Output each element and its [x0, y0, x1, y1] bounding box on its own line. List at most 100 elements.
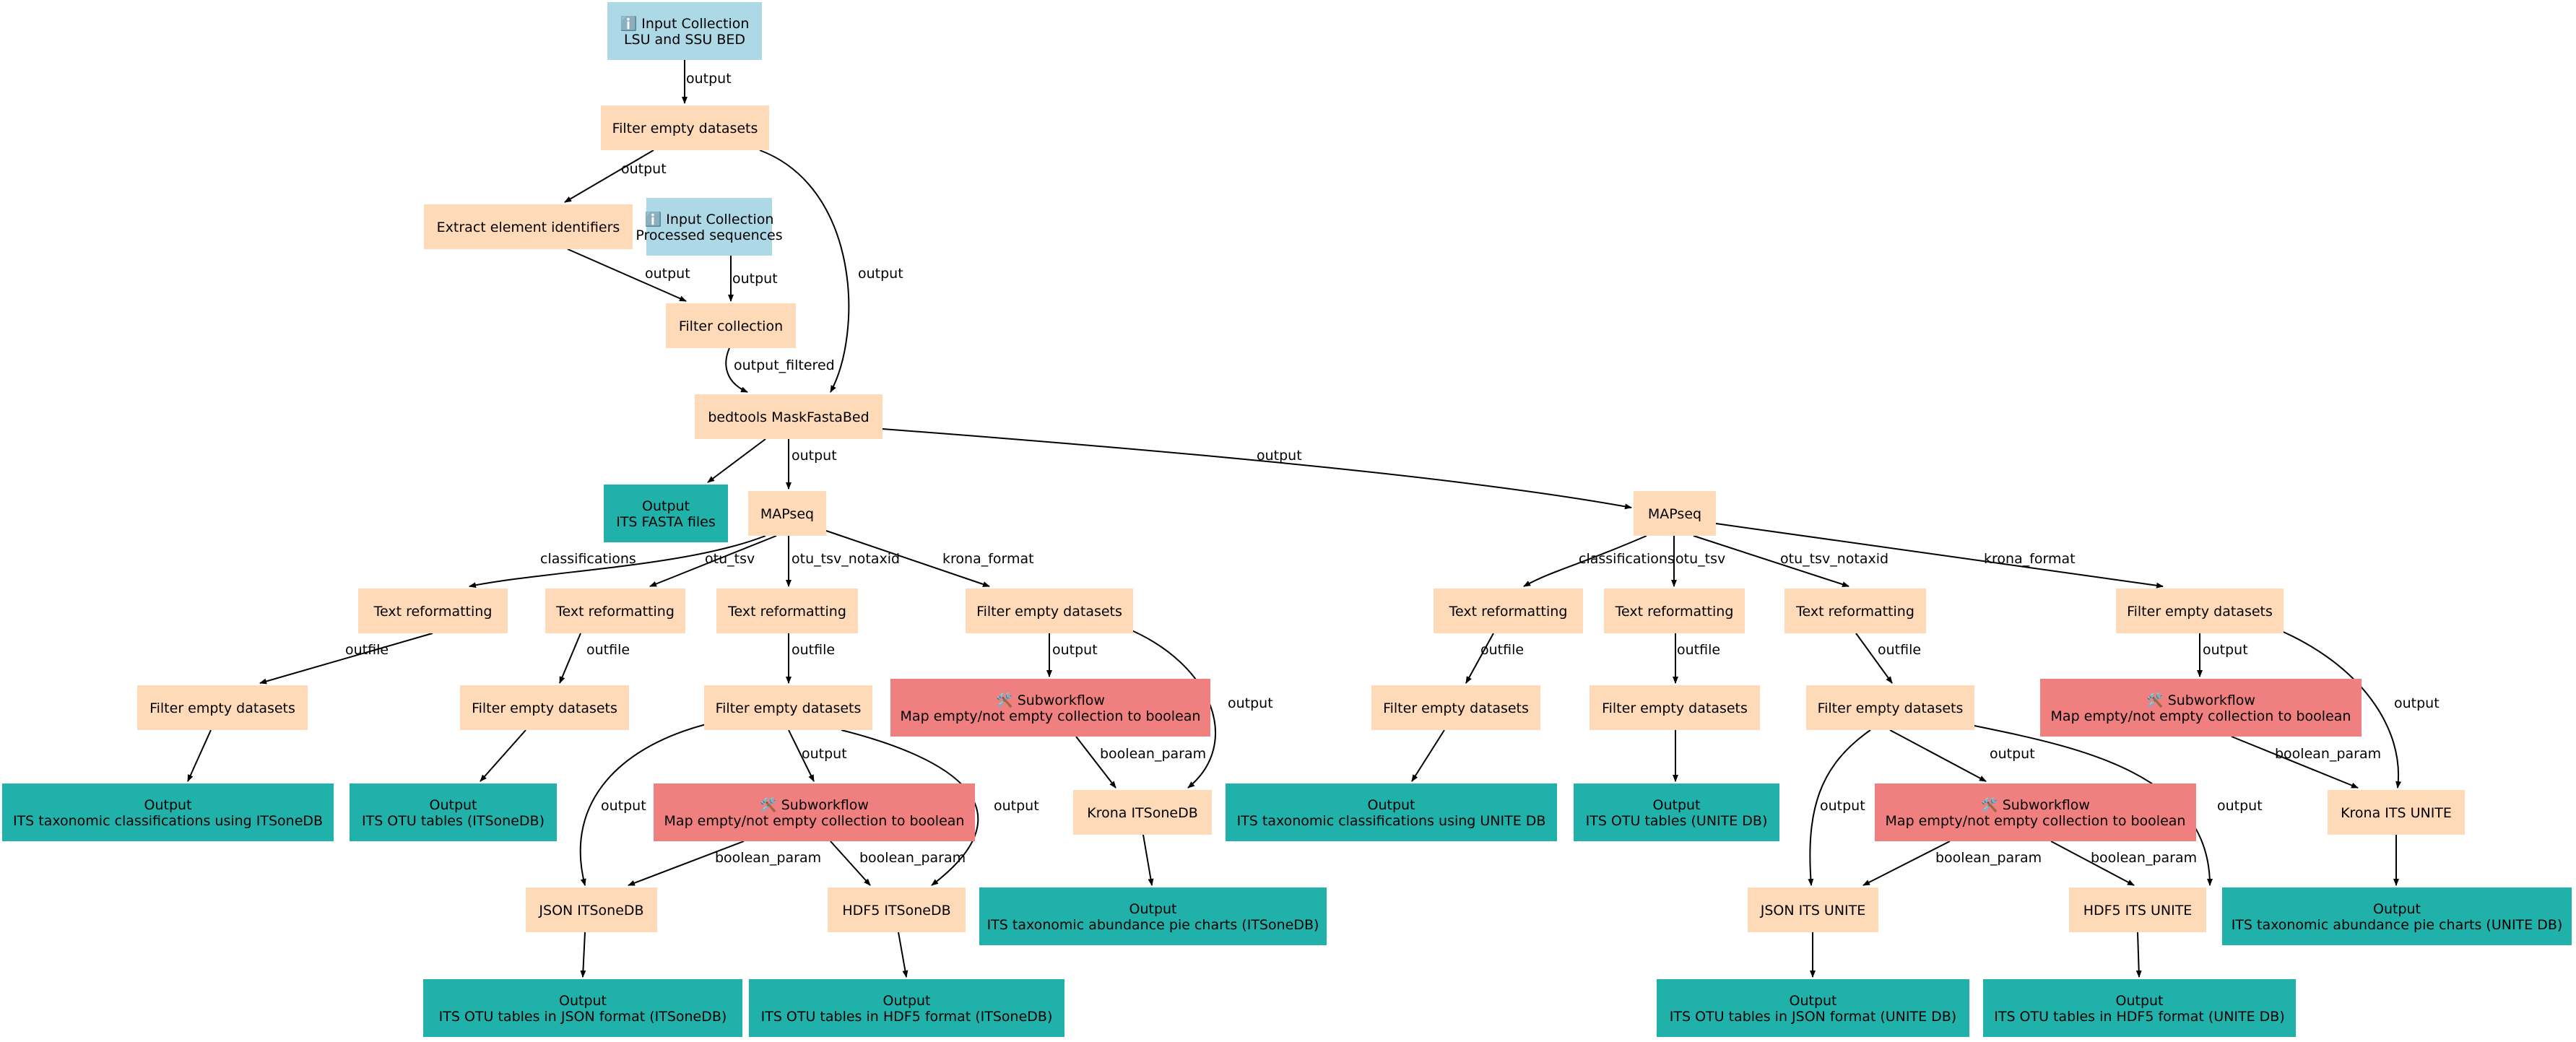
tool-box: [716, 589, 858, 633]
node-title: Filter empty datasets: [2127, 604, 2273, 620]
node-subtitle: ITS OTU tables (UNITE DB): [1586, 813, 1768, 829]
edge-label: output: [732, 271, 778, 287]
edge-arrow: [1956, 721, 2213, 886]
edge-arrow: [1889, 729, 1987, 782]
edge-arrow: [187, 729, 212, 782]
tool-node-mapseq2[interactable]: MAPseq: [1634, 491, 1716, 536]
edge-label: output: [621, 161, 667, 177]
tool-node-mapseq1[interactable]: MAPseq: [748, 491, 826, 536]
tool-node-hdf1[interactable]: HDF5 ITSoneDB: [828, 887, 966, 932]
subworkflow-box: [654, 783, 975, 841]
tool-node-filter1[interactable]: Filter empty datasets: [601, 105, 769, 150]
edge-bedtools-to-out_fasta: [707, 438, 766, 483]
tool-node-json1[interactable]: JSON ITSoneDB: [526, 887, 657, 932]
edge-label: output: [1990, 746, 2035, 762]
node-title: 🛠️ Subworkflow: [2146, 692, 2255, 708]
tool-node-krona1[interactable]: Krona ITSoneDB: [1073, 790, 1212, 835]
tool-node-fe1d[interactable]: Filter empty datasets: [966, 589, 1133, 633]
edge-label: outfile: [792, 642, 835, 658]
edge-arrow: [564, 149, 654, 203]
edge-tr1a-to-fe1a: outfile: [259, 633, 433, 685]
tool-box: [358, 589, 508, 633]
edge-arrow: [1693, 535, 1849, 588]
node-title: Filter empty datasets: [149, 700, 295, 716]
tool-node-tr1c[interactable]: Text reformatting: [716, 589, 858, 633]
tool-node-extract[interactable]: Extract element identifiers: [424, 204, 633, 249]
edge-arrow: [759, 149, 850, 393]
edge-label: otu_tsv: [1675, 551, 1725, 567]
tool-box: [1371, 685, 1540, 730]
edge-bedtools-to-mapseq1: output: [786, 439, 837, 490]
edge-fe2c-to-hdf2: output: [1956, 721, 2263, 886]
edge-label: boolean_param: [715, 850, 821, 866]
tool-node-fe2a[interactable]: Filter empty datasets: [1371, 685, 1540, 730]
tool-node-fe2c[interactable]: Filter empty datasets: [1806, 685, 1974, 730]
edge-fe2c-to-json2: output: [1808, 729, 1871, 886]
node-subtitle: ITS taxonomic abundance pie charts (UNIT…: [2232, 917, 2563, 933]
edge-label: output: [2203, 642, 2248, 658]
edge-extract-to-filtercoll: output: [567, 248, 690, 302]
edge-arrow: [788, 729, 815, 782]
output-box: [1574, 783, 1779, 841]
tool-box: [1634, 491, 1716, 536]
edge-json1-to-out_json1: [580, 932, 586, 978]
node-title: MAPseq: [1648, 506, 1701, 522]
tool-box: [545, 589, 685, 633]
node-subtitle: ITS OTU tables in JSON format (ITSoneDB): [439, 1009, 727, 1025]
tool-node-json2[interactable]: JSON ITS UNITE: [1748, 887, 1878, 932]
tool-node-fe1c[interactable]: Filter empty datasets: [704, 685, 872, 730]
tool-node-tr1b[interactable]: Text reformatting: [545, 589, 685, 633]
tool-node-filtercoll[interactable]: Filter collection: [666, 303, 796, 348]
node-title: Text reformatting: [727, 604, 846, 620]
node-title: 🛠️ Subworkflow: [1981, 796, 2090, 813]
tool-node-krona2[interactable]: Krona ITS UNITE: [2328, 790, 2465, 835]
tool-node-fe1a[interactable]: Filter empty datasets: [137, 685, 308, 730]
tool-node-fe1b[interactable]: Filter empty datasets: [460, 685, 629, 730]
edge-arrow: [1862, 841, 1951, 886]
node-title: Output: [1790, 993, 1837, 1009]
tool-node-bedtools[interactable]: bedtools MaskFastaBed: [695, 394, 882, 439]
edge-label: output: [994, 798, 1039, 814]
edge-label: output: [601, 798, 646, 814]
tool-box: [2328, 790, 2465, 835]
edge-label: output_filtered: [734, 357, 835, 373]
tool-node-tr2c[interactable]: Text reformatting: [1784, 589, 1926, 633]
node-subtitle: ITS taxonomic classifications using ITSo…: [13, 813, 323, 829]
node-title: HDF5 ITSoneDB: [842, 903, 950, 919]
tool-node-tr2b[interactable]: Text reformatting: [1604, 589, 1745, 633]
edge-label: krona_format: [942, 551, 1034, 567]
edge-label: outfile: [1878, 642, 1921, 658]
edge-tr1c-to-fe1c: outfile: [786, 633, 835, 684]
node-subtitle: ITS taxonomic classifications using UNIT…: [1237, 813, 1546, 829]
node-title: Output: [2373, 901, 2421, 917]
node-subtitle: ITS OTU tables (ITSoneDB): [362, 813, 545, 829]
tool-box: [695, 394, 882, 439]
tool-node-hdf2[interactable]: HDF5 ITS UNITE: [2069, 887, 2206, 932]
tool-box: [704, 685, 872, 730]
tool-node-tr2a[interactable]: Text reformatting: [1434, 589, 1583, 633]
edge-sub2c-to-json2: boolean_param: [1862, 841, 2042, 886]
tool-box: [526, 887, 657, 932]
tool-node-tr1a[interactable]: Text reformatting: [358, 589, 508, 633]
tool-node-fe2d[interactable]: Filter empty datasets: [2116, 589, 2284, 633]
edge-sub1c-to-hdf1: boolean_param: [830, 841, 966, 886]
edge-label: classifications: [1579, 551, 1675, 567]
tool-node-fe2b[interactable]: Filter empty datasets: [1590, 685, 1760, 730]
